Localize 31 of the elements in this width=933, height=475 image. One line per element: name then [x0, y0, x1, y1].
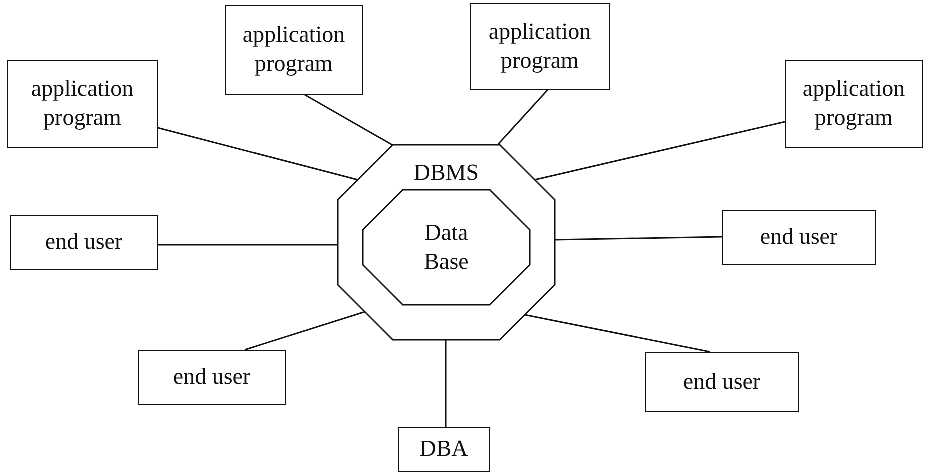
text-box [645, 352, 799, 412]
connector-line [554, 236, 722, 241]
connector-line [496, 90, 549, 146]
connector-line [534, 121, 786, 181]
node-label: application program [242, 21, 346, 78]
connector-line [158, 244, 338, 246]
text-box [398, 427, 490, 472]
node-label: DBMS [414, 159, 480, 187]
text-box [722, 210, 876, 265]
text-box [225, 5, 363, 95]
node-label: end user [45, 228, 123, 256]
node-label: application program [488, 18, 592, 75]
octagon-shape [338, 145, 555, 340]
node-label: Data Base [423, 218, 470, 276]
node-label: end user [683, 368, 761, 396]
connector-line [158, 127, 358, 181]
text-box [785, 60, 923, 148]
connector-line [304, 94, 394, 147]
node-label: application program [802, 75, 906, 132]
text-box [138, 350, 286, 405]
connector-line [244, 311, 366, 351]
node-label: end user [173, 363, 251, 392]
node-label: application program [30, 75, 135, 132]
connector-line [445, 340, 447, 427]
connector-line [524, 314, 710, 353]
text-box [10, 215, 158, 270]
text-box [470, 3, 610, 90]
octagon-shape [363, 190, 530, 305]
node-label: DBA [420, 435, 468, 464]
node-label: end user [760, 223, 838, 252]
text-box [7, 60, 158, 148]
